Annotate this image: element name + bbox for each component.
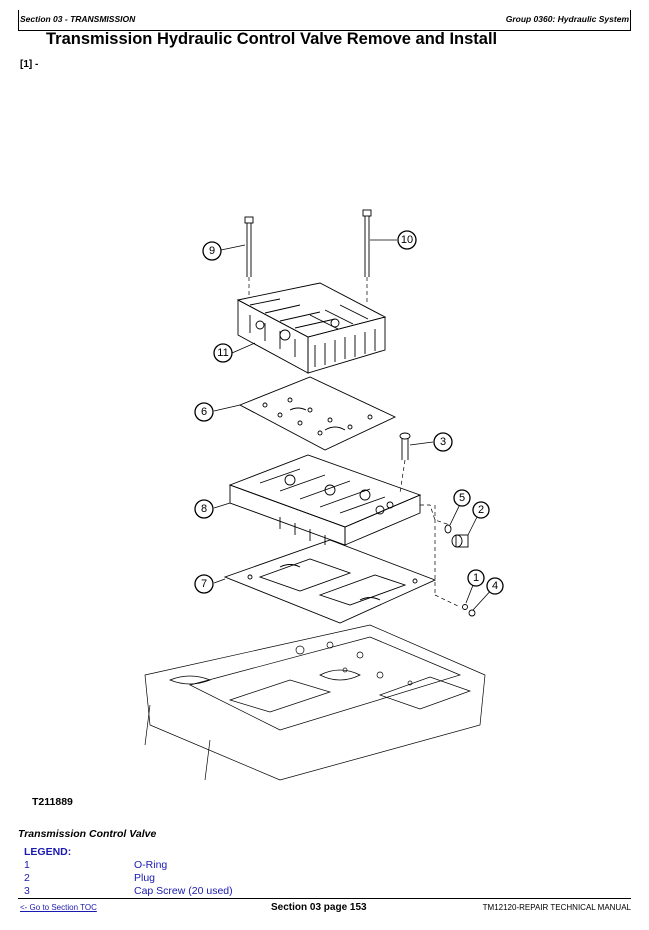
transmission-case-drawing xyxy=(144,624,486,781)
callout-9: 9 xyxy=(202,241,222,261)
legend-item-description: O-Ring xyxy=(134,859,168,871)
callout-3: 3 xyxy=(433,432,453,452)
upper-valve-body-drawing xyxy=(236,282,387,374)
leader-lines xyxy=(213,239,495,611)
legend-item-description: Cap Screw (20 used) xyxy=(134,885,233,897)
o-rings-1-4-drawing xyxy=(462,604,476,617)
separator-plate-6-drawing xyxy=(238,376,397,451)
page-header: Section 03 - TRANSMISSION Group 0360: Hy… xyxy=(18,8,631,31)
page-footer: <- Go to Section TOC Section 03 page 153… xyxy=(18,898,631,919)
callout-11: 11 xyxy=(213,343,233,363)
figure-caption: Transmission Control Valve xyxy=(18,828,157,840)
callout-1-label: 1 xyxy=(473,572,479,584)
exploded-view-illustration: 9 10 11 6 3 8 5 2 7 1 4 xyxy=(144,209,504,781)
callout-7: 7 xyxy=(194,574,214,594)
reference-marker: [1] - xyxy=(20,59,39,70)
callout-6: 6 xyxy=(194,402,214,422)
legend-title: LEGEND: xyxy=(24,846,72,858)
legend-item-description: Plug xyxy=(134,872,156,884)
gasket-7-drawing xyxy=(223,539,437,624)
plug-2-drawing xyxy=(451,534,469,548)
callout-2-label: 2 xyxy=(478,504,484,516)
page-number: Section 03 page 153 xyxy=(271,902,367,913)
callout-7-label: 7 xyxy=(201,578,207,590)
figure-id: T211889 xyxy=(32,796,73,808)
go-to-section-toc-link[interactable]: <- Go to Section TOC xyxy=(20,903,97,912)
alignment-dashes xyxy=(248,277,461,608)
lower-valve-body-drawing xyxy=(228,454,422,546)
callout-4: 4 xyxy=(486,577,504,595)
header-right-rule xyxy=(630,10,631,30)
callout-1: 1 xyxy=(467,569,485,587)
callout-4-label: 4 xyxy=(492,580,498,592)
callout-6-label: 6 xyxy=(201,406,207,418)
callout-2: 2 xyxy=(472,501,490,519)
cap-screw-9-drawing xyxy=(244,216,254,277)
callout-10-label: 10 xyxy=(401,234,413,246)
cap-screw-10-drawing xyxy=(362,209,372,277)
callout-11-label: 11 xyxy=(217,347,228,359)
legend-item-number: 2 xyxy=(24,872,30,884)
callout-5: 5 xyxy=(453,489,471,507)
callout-8: 8 xyxy=(194,499,214,519)
page-title: Transmission Hydraulic Control Valve Rem… xyxy=(46,30,498,48)
cap-screw-3-drawing xyxy=(399,432,411,460)
header-left-rule xyxy=(18,10,19,30)
callout-3-label: 3 xyxy=(440,436,446,448)
legend-item-number: 1 xyxy=(24,859,30,871)
callout-9-label: 9 xyxy=(209,245,215,257)
callout-8-label: 8 xyxy=(201,503,207,515)
callout-5-label: 5 xyxy=(459,492,465,504)
o-ring-5-drawing xyxy=(444,524,452,534)
callout-10: 10 xyxy=(397,230,417,250)
legend-item-number: 3 xyxy=(24,885,30,897)
section-label: Section 03 - TRANSMISSION xyxy=(20,14,136,24)
group-label: Group 0360: Hydraulic System xyxy=(505,14,629,24)
manual-name: TM12120-REPAIR TECHNICAL MANUAL xyxy=(482,903,631,912)
